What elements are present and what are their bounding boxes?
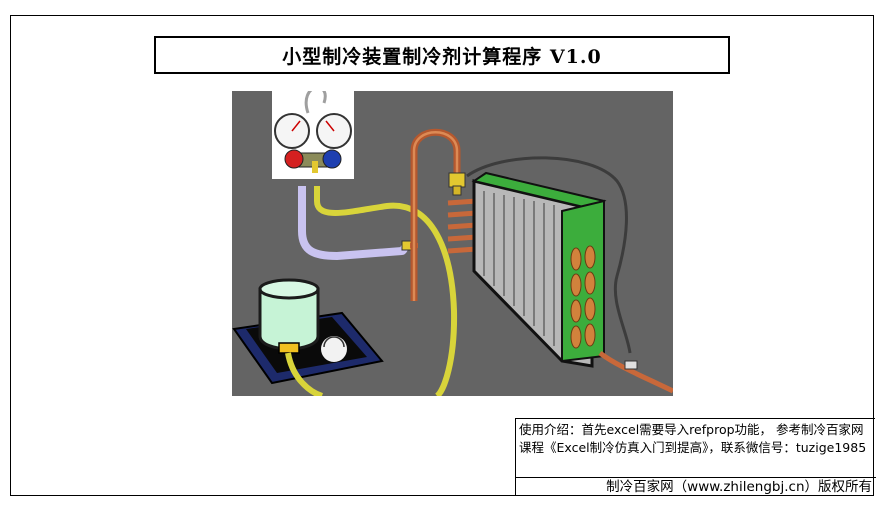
title-box: 小型制冷装置制冷剂计算程序 V1.0 xyxy=(154,36,730,74)
refrigerant-charging-diagram xyxy=(232,86,675,399)
manifold-gauge-icon xyxy=(272,86,354,179)
page-title: 小型制冷装置制冷剂计算程序 V1.0 xyxy=(282,45,602,68)
spreadsheet-area: 小型制冷装置制冷剂计算程序 V1.0 xyxy=(10,15,876,496)
evaporator-coil-icon xyxy=(471,171,607,368)
copyright-footer: 制冷百家网（www.zhilengbj.cn）版权所有 xyxy=(516,477,876,496)
service-valve-icon xyxy=(448,172,466,196)
refrigeration-illustration xyxy=(232,86,675,399)
usage-intro-text: 使用介绍：首先excel需要导入refprop功能， 参考制冷百家网课程《Exc… xyxy=(519,422,867,455)
refrigerant-cylinder-icon xyxy=(258,278,320,354)
info-panel: 使用介绍：首先excel需要导入refprop功能， 参考制冷百家网课程《Exc… xyxy=(515,418,876,496)
